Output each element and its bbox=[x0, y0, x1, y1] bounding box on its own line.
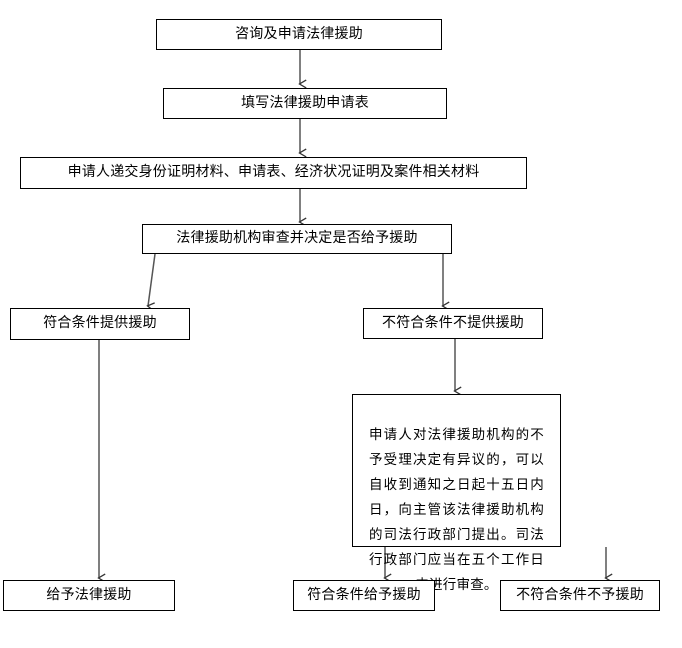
node-label: 申请人递交身份证明材料、申请表、经济状况证明及案件相关材料 bbox=[67, 164, 480, 181]
node-label: 申请人对法律援助机构的不予受理决定有异议的，可以自收到通知之日起十五日内日，向主… bbox=[369, 427, 544, 593]
node-label: 法律援助机构审查并决定是否给予援助 bbox=[176, 230, 418, 247]
node-label: 咨询及申请法律援助 bbox=[235, 25, 363, 42]
node-eligible-provide-aid[interactable]: 符合条件提供援助 bbox=[10, 308, 190, 340]
node-ineligible-no-aid[interactable]: 不符合条件不提供援助 bbox=[363, 308, 543, 339]
node-label: 不符合条件不予援助 bbox=[516, 586, 644, 603]
node-label: 符合条件给予援助 bbox=[307, 586, 421, 603]
node-consult-apply[interactable]: 咨询及申请法律援助 bbox=[156, 19, 442, 50]
node-label: 符合条件提供援助 bbox=[43, 315, 157, 332]
node-grant-legal-aid[interactable]: 给予法律援助 bbox=[3, 580, 175, 611]
node-ineligible-deny-aid[interactable]: 不符合条件不予援助 bbox=[500, 580, 660, 611]
node-submit-materials[interactable]: 申请人递交身份证明材料、申请表、经济状况证明及案件相关材料 bbox=[20, 157, 527, 189]
edge-n4-n5 bbox=[146, 253, 156, 312]
node-objection-procedure[interactable]: 申请人对法律援助机构的不予受理决定有异议的，可以自收到通知之日起十五日内日，向主… bbox=[352, 394, 561, 593]
node-fill-application-form[interactable]: 填写法律援助申请表 bbox=[163, 88, 447, 119]
node-agency-review-decision[interactable]: 法律援助机构审查并决定是否给予援助 bbox=[142, 224, 452, 254]
node-label: 不符合条件不提供援助 bbox=[382, 314, 524, 331]
node-eligible-grant-aid[interactable]: 符合条件给予援助 bbox=[293, 580, 435, 611]
node-label: 填写法律援助申请表 bbox=[241, 94, 369, 111]
node-label: 给予法律援助 bbox=[46, 586, 132, 603]
